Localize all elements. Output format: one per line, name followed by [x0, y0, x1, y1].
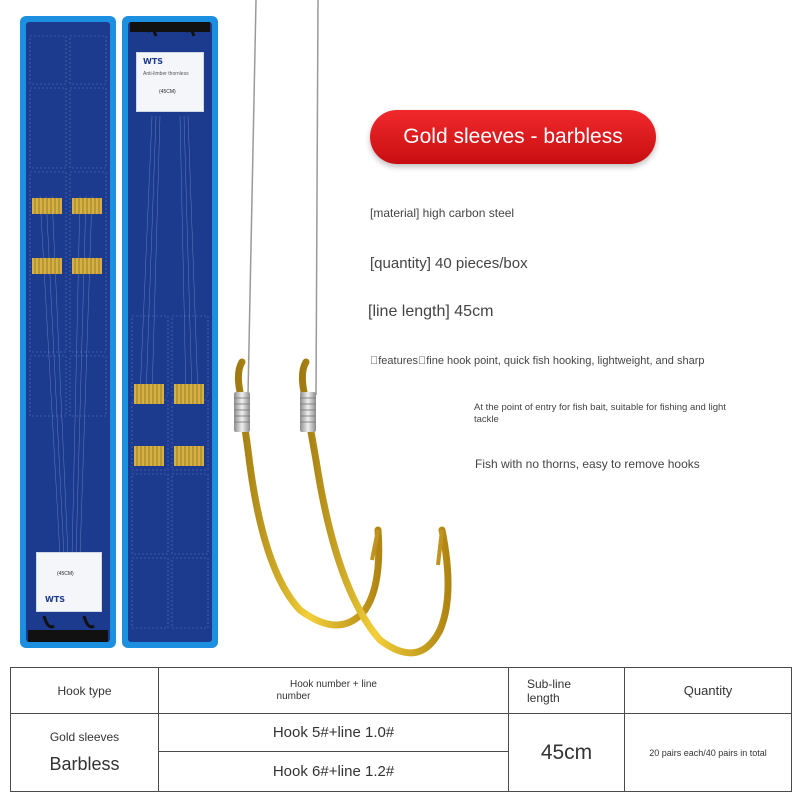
- hook-type-line2: Barbless: [49, 754, 120, 775]
- box-brand: WTS: [45, 595, 66, 604]
- table-header-row: Hook type Hook number + line number Sub-…: [10, 666, 792, 715]
- tackle-box-right: WTS Anti-limber thornless (45CM): [122, 16, 218, 648]
- title-banner: Gold sleeves - barbless: [370, 110, 656, 164]
- header-hook-number-line2: number: [276, 690, 311, 702]
- spec-quantity: [quantity] 40 pieces/box: [370, 255, 528, 272]
- header-quantity: Quantity: [624, 666, 792, 715]
- box-left-contents: [28, 35, 108, 642]
- box-panel: [26, 22, 110, 642]
- header-subline-line1: Sub-line: [527, 676, 572, 691]
- header-hook-number: Hook number + line number: [158, 666, 509, 715]
- cell-subline-length: 45cm: [508, 713, 625, 792]
- header-hook-type: Hook type: [10, 666, 159, 715]
- spec-note-line2: tackle: [474, 414, 499, 425]
- box-panel: [128, 22, 212, 642]
- box-right-contents: [130, 22, 210, 629]
- header-subline-line2: length: [527, 690, 560, 705]
- product-info-table: Hook type Hook number + line number Sub-…: [10, 666, 792, 793]
- cell-hook-type: Gold sleeves Barbless: [10, 713, 159, 792]
- table-row: Gold sleeves Barbless Hook 5#+line 1.0# …: [10, 713, 792, 792]
- table-row: Hook 6#+line 1.2#: [11, 750, 792, 793]
- box-length-label: (45CM): [159, 89, 176, 95]
- spec-line-length: [line length] 45cm: [368, 303, 494, 320]
- tackle-box-left: WTS (45CM): [20, 16, 116, 648]
- gold-hook-left: [234, 358, 383, 629]
- header-subline-length: Sub-line length: [508, 666, 625, 715]
- box-length-label: (45CM): [57, 571, 74, 577]
- hooks-illustration: [234, 0, 452, 657]
- cell-quantity: 20 pairs each/40 pairs in total: [624, 713, 792, 792]
- box-subtitle: Anti-limber thornless: [143, 71, 189, 77]
- gold-hook-right: [298, 358, 452, 657]
- fishing-line-left: [247, 0, 257, 396]
- fishing-line-right: [315, 0, 319, 396]
- spec-note-2: Fish with no thorns, easy to remove hook…: [475, 457, 700, 471]
- spec-features:  features fine hook point, quick fish ho…: [370, 355, 705, 367]
- cell-hook-row2: Hook 6#+line 1.2#: [158, 750, 509, 793]
- hook-type-line1: Gold sleeves: [49, 730, 120, 745]
- box-brand: WTS: [143, 57, 164, 66]
- spec-material: [material] high carbon steel: [370, 206, 515, 220]
- cell-hook-row1: Hook 5#+line 1.0#: [158, 713, 509, 752]
- box-label-card: WTS (45CM): [36, 552, 102, 612]
- spec-note-line1: At the point of entry for fish bait, sui…: [474, 402, 726, 413]
- header-hook-number-line1: Hook number + line: [290, 678, 377, 690]
- box-label-card: WTS Anti-limber thornless (45CM): [136, 52, 204, 112]
